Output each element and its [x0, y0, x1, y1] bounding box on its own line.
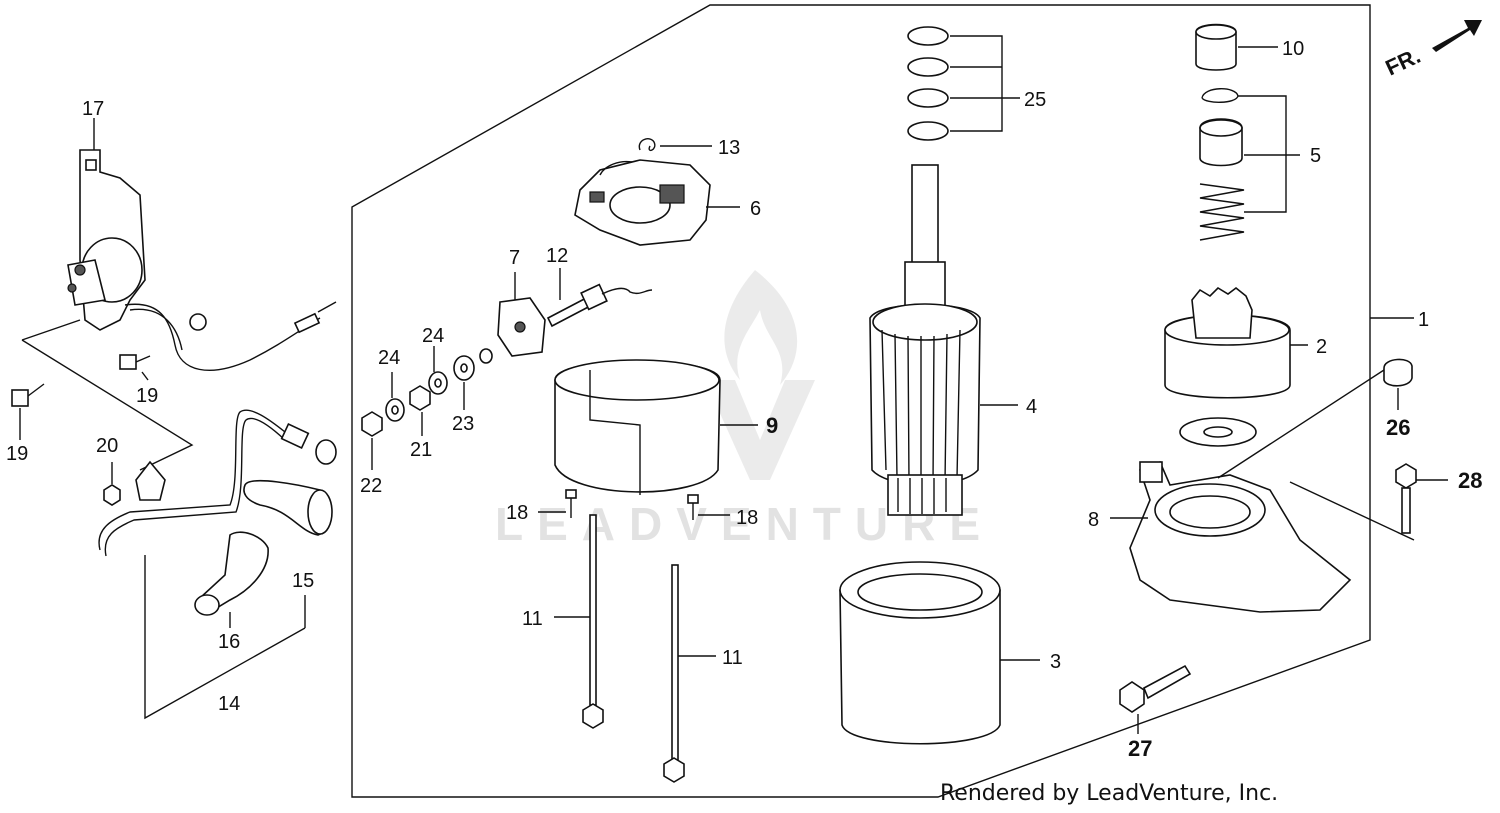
callout-28: 28	[1458, 468, 1482, 493]
washer-part-23	[453, 355, 475, 381]
callout-labels: 1 2 3 4 5 6 7 8 9 10 11 11 12 13 14 15 1…	[6, 38, 1482, 761]
callout-13: 13	[718, 137, 740, 159]
callout-26: 26	[1386, 415, 1410, 440]
callout-1: 1	[1418, 309, 1429, 331]
callout-12: 12	[546, 245, 568, 267]
washer-part-24-left	[385, 398, 405, 422]
brush-part-7	[497, 297, 546, 357]
washer-part-24-right	[428, 371, 448, 395]
nut-part-22	[361, 411, 383, 437]
rear-cover-part-9	[554, 359, 721, 495]
callout-15: 15	[292, 570, 314, 592]
collar-part-26	[1383, 358, 1413, 387]
callout-4: 4	[1026, 396, 1037, 418]
callout-18-right: 18	[736, 507, 758, 529]
callout-10: 10	[1282, 38, 1304, 60]
terminal-bolt-part-12	[546, 283, 653, 328]
nut-part-20	[103, 484, 121, 506]
o-rings-part-25	[907, 26, 949, 141]
terminal-cover-part-15	[243, 479, 333, 536]
front-direction-arrow: FR.	[1382, 20, 1482, 81]
callout-25: 25	[1024, 89, 1046, 111]
solenoid-bracket-part-17	[67, 149, 337, 371]
brush-spring-part-13	[638, 138, 656, 152]
front-direction-label: FR.	[1382, 43, 1425, 81]
starter-cable-part-14	[98, 409, 337, 557]
screw-part-18-right	[687, 494, 699, 520]
callout-17: 17	[82, 98, 104, 120]
credit-text: Rendered by LeadVenture, Inc.	[940, 781, 1278, 806]
flange-bolt-part-19	[11, 354, 151, 407]
callout-14: 14	[218, 693, 240, 715]
nut-part-21	[409, 385, 431, 411]
assembly-frame	[351, 4, 1371, 798]
front-cover-part-8	[1129, 460, 1352, 613]
brush-holder-part-6	[574, 159, 711, 246]
callout-8: 8	[1088, 509, 1099, 531]
bolt-part-28	[1395, 463, 1417, 534]
snap-ring-part-5	[1201, 88, 1239, 103]
through-bolt-part-11-left	[582, 514, 604, 729]
callout-27: 27	[1128, 736, 1152, 761]
callout-7: 7	[509, 247, 520, 269]
pinion-part-2	[1164, 286, 1291, 399]
callout-22: 22	[360, 475, 382, 497]
through-bolt-part-11-right	[663, 564, 685, 783]
leader-lines	[19, 35, 1448, 734]
spring-part-5	[1199, 183, 1245, 241]
watermark-logo	[705, 270, 815, 480]
callout-24-right: 24	[422, 325, 444, 347]
callout-18-left: 18	[506, 502, 528, 524]
callout-9: 9	[766, 413, 778, 438]
callout-24-left: 24	[378, 347, 400, 369]
terminal-cover-part-16	[194, 531, 269, 616]
collar-part-5	[1199, 118, 1243, 167]
callout-19-left: 19	[6, 443, 28, 465]
callout-3: 3	[1050, 651, 1061, 673]
callout-21: 21	[410, 439, 432, 461]
callout-2: 2	[1316, 336, 1327, 358]
callout-23: 23	[452, 413, 474, 435]
callout-6: 6	[750, 198, 761, 220]
small-washer	[479, 348, 493, 364]
callout-19-right: 19	[136, 385, 158, 407]
callout-20: 20	[96, 435, 118, 457]
callout-16: 16	[218, 631, 240, 653]
cap-part-10	[1195, 23, 1237, 71]
armature-part-4	[869, 164, 981, 516]
screw-part-18-left	[565, 489, 577, 518]
callout-11-left: 11	[522, 608, 543, 630]
callout-5: 5	[1310, 145, 1321, 167]
callout-11-right: 11	[722, 647, 743, 669]
washer-part-ring	[1179, 417, 1257, 447]
bolt-part-27	[1119, 664, 1192, 713]
yoke-part-3	[839, 561, 1001, 745]
